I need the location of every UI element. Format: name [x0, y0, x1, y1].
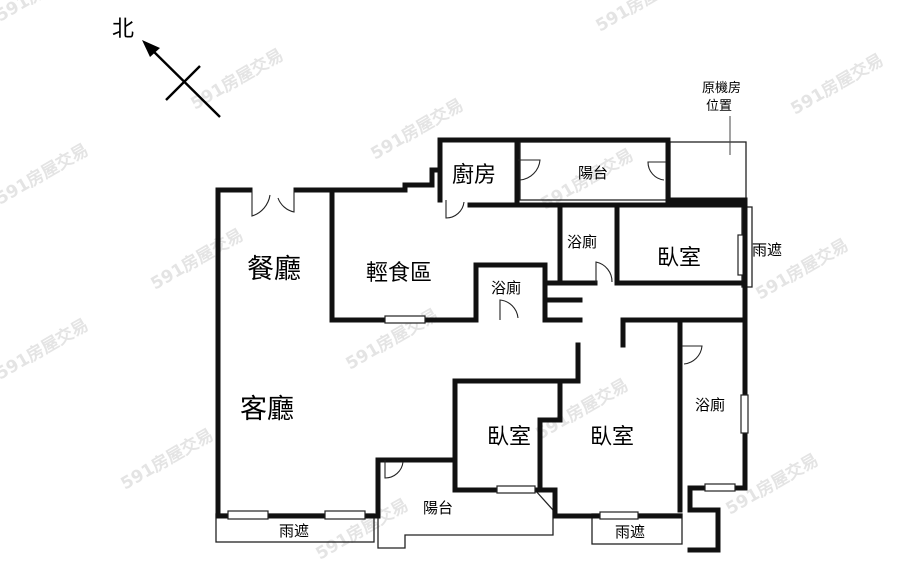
watermark: 591房屋交易 [592, 0, 692, 36]
watermark: 591房屋交易 [787, 49, 887, 119]
window-bath-c-bottom [704, 483, 736, 492]
compass-arrow-shaft [144, 42, 221, 118]
window-living-a [227, 510, 269, 520]
balcony-bottom-edge [534, 489, 554, 511]
window-light-meal [384, 315, 426, 324]
compass-arrowhead-icon [142, 40, 160, 57]
label-bath-a: 浴廁 [491, 279, 521, 297]
label-balcony-top: 陽台 [578, 164, 608, 182]
window-bedroom-mid [599, 511, 639, 520]
wall-outer-left [215, 187, 378, 519]
label-machine-room-line2: 位置 [706, 99, 732, 114]
wall-dining-kitchen [293, 187, 479, 323]
label-light-meal: 輕食區 [366, 261, 432, 286]
window-living-b [324, 510, 366, 520]
label-bedroom-master: 臥室 [657, 246, 701, 271]
wall-bath-a [473, 262, 583, 323]
compass-north-label: 北 [112, 17, 134, 42]
wall-bedroom-divider [537, 378, 563, 493]
wall-top-run [329, 137, 523, 193]
doors [251, 159, 703, 479]
wall-master-top [557, 202, 748, 323]
watermark: 591房屋交易 [117, 424, 217, 494]
wall-right-stack [620, 317, 748, 553]
watermark: 591房屋交易 [342, 304, 442, 374]
label-bath-c: 浴廁 [695, 396, 725, 414]
balcony-bottom-outline [377, 510, 554, 549]
room-labels: 餐廳 客廳 輕食區 廚房 陽台 原機房 位置 浴廁 臥室 雨遮 浴廁 臥室 臥室… [240, 80, 782, 541]
watermark: 591房屋交易 [0, 314, 92, 384]
door-bath-c [682, 345, 703, 365]
watermark: 591房屋交易 [187, 44, 287, 114]
wall-bedroom-small-left [375, 378, 458, 519]
watermark: 591房屋交易 [722, 449, 822, 519]
windows [227, 315, 749, 520]
wall-top-balcony [517, 137, 748, 203]
label-balcony-bottom: 陽台 [423, 499, 453, 517]
watermark: 591房屋交易 [367, 94, 467, 164]
label-living: 客廳 [240, 394, 294, 425]
watermark: 591房屋交易 [0, 139, 92, 209]
door-bath-a [499, 299, 519, 320]
watermark: 591房屋交易 [147, 224, 247, 294]
label-canopy-bottom-right: 雨遮 [615, 523, 645, 541]
north-compass: 北 [112, 17, 221, 118]
label-bedroom-small: 臥室 [487, 425, 531, 450]
door-balcony-machine [647, 161, 666, 181]
label-bedroom-mid: 臥室 [590, 425, 634, 450]
window-bedroom-small [496, 485, 536, 494]
label-canopy-right: 雨遮 [752, 241, 782, 259]
wall-bath-b [542, 202, 583, 303]
door-entry-left [251, 190, 271, 217]
door-entry-right [277, 190, 295, 213]
label-machine-room-line1: 原機房 [702, 80, 741, 96]
compass-cross-bar [165, 65, 201, 101]
label-bath-b: 浴廁 [567, 233, 597, 251]
label-kitchen: 廚房 [452, 163, 496, 188]
watermark: 591房屋交易 [0, 0, 92, 26]
door-kitchen [445, 200, 465, 219]
door-balcony-bottom [384, 460, 404, 479]
window-bath-c [740, 394, 749, 434]
door-balcony-kitchen [518, 159, 541, 181]
watermark: 591房屋交易 [312, 494, 412, 564]
walls [215, 137, 748, 553]
label-canopy-bottom-left: 雨遮 [279, 522, 309, 540]
machine-room-outline [667, 141, 747, 201]
door-bath-b [595, 261, 613, 283]
label-dining: 餐廳 [247, 254, 301, 285]
